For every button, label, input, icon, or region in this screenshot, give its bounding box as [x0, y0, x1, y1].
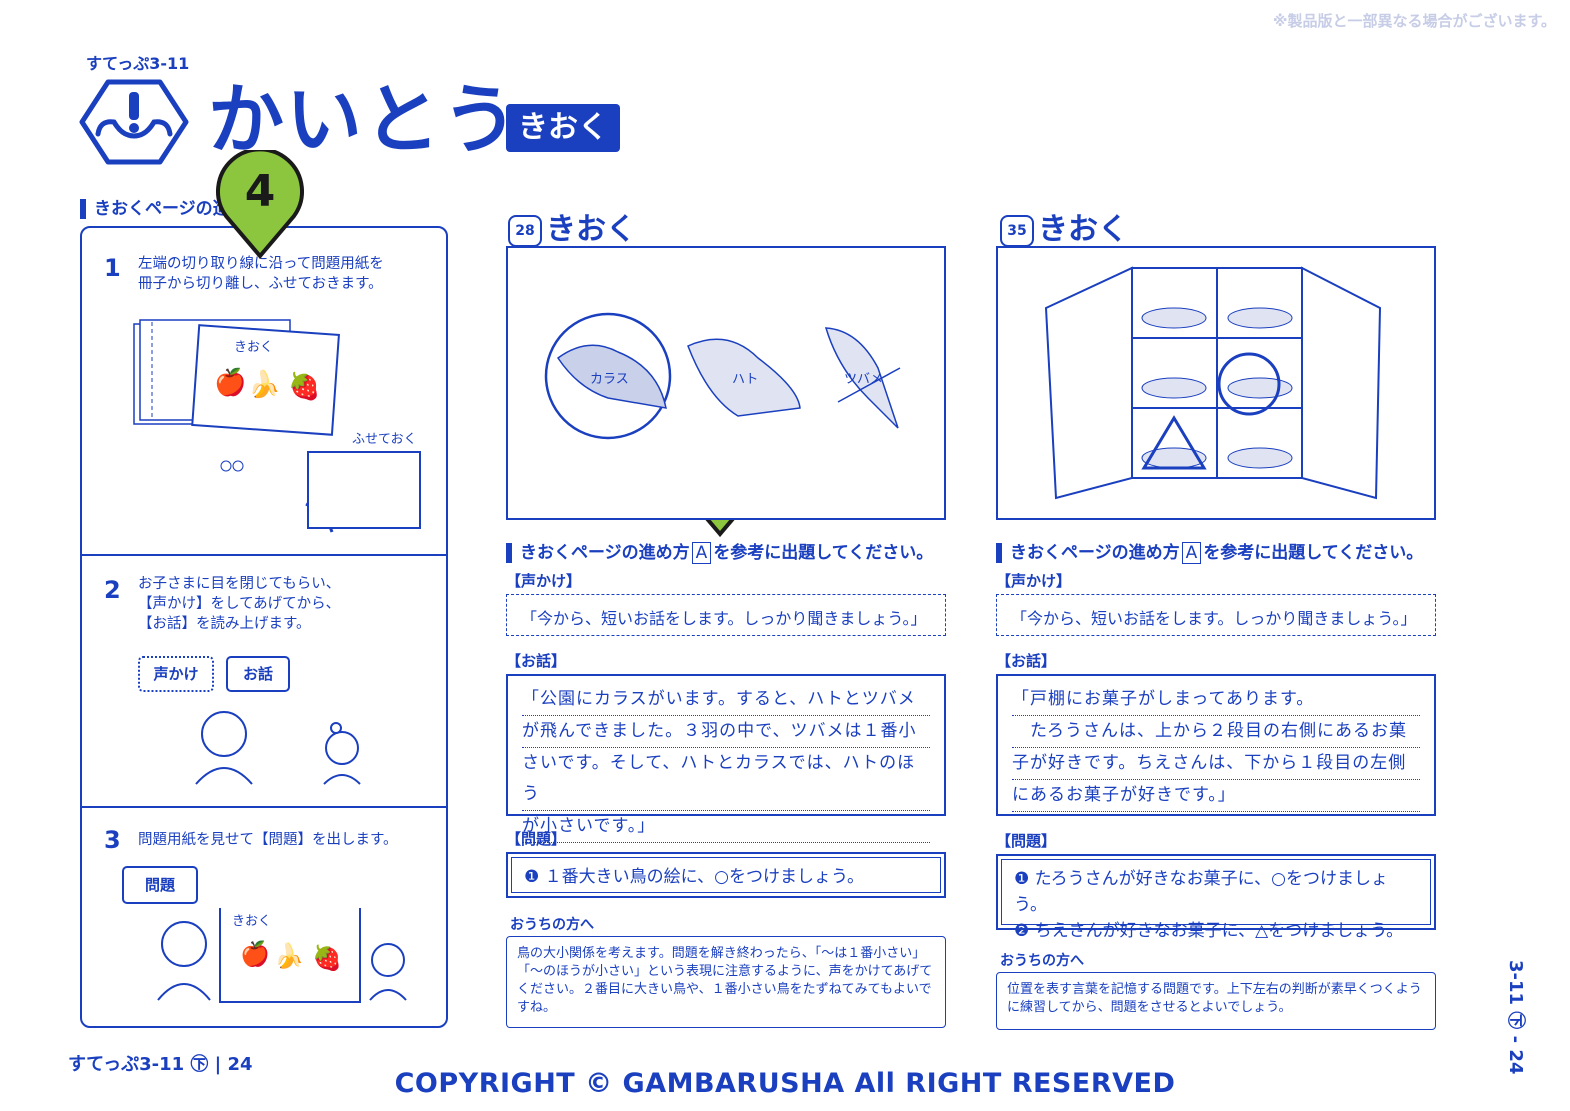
story-box: 「公園にカラスがいます。すると、ハトとツバメ が飛んできました。３羽の中で、ツバ… [506, 674, 946, 843]
story-line: 子が好きです。ちえさんは、下から１段目の左側 [1012, 748, 1420, 780]
bird-label-crow: カラス [590, 372, 629, 387]
story-line: が小さいです。」 [522, 811, 930, 843]
heading-bar [80, 199, 86, 219]
banana-icon: 🍌 [274, 942, 304, 970]
story-line: 「公園にカラスがいます。すると、ハトとツバメ [522, 684, 930, 716]
question-text: ❶ １番大きい鳥の絵に、○をつけましょう。 [511, 857, 941, 893]
birds-drawing [544, 312, 901, 440]
card-label: きおく [234, 340, 274, 355]
instruction-post: を参考に出題してください。 [1203, 543, 1424, 563]
question-list: ❶ たろうさんが好きなお菓子に、○をつけましょう。 ❷ ちえさんが好きなお菓子に… [1001, 859, 1431, 941]
voice-bubble: 声かけ [138, 656, 214, 692]
question-illustration [157, 908, 407, 1003]
marker-4-label: 4 [244, 166, 276, 217]
heading-bar [996, 543, 1002, 563]
marker-4-icon [216, 150, 304, 260]
hexagon-number-icon: 28 [508, 214, 542, 247]
voice-label: 【声かけ】 [506, 572, 582, 590]
banana-icon: 🍌 [248, 370, 281, 400]
voice-label: 【声かけ】 [996, 572, 1072, 590]
step2-line2: 【声かけ】をしてあげてから、 [138, 596, 341, 612]
cupboard-image [996, 246, 1436, 520]
story-line: たろうさんは、上から２段目の右側にあるお菓 [1012, 716, 1420, 748]
parent-note: 鳥の大小関係を考えます。問題を解き終わったら、「～は１番小さい」「～のほうが小さ… [506, 936, 946, 1028]
story-line: にあるお菓子が好きです。」 [1012, 780, 1420, 812]
step-number: 2 [104, 576, 121, 604]
step-label: すてっぷ3-11 [86, 54, 190, 73]
hexagon-number-icon: 35 [1000, 214, 1034, 247]
arrow-label: ふせておく [352, 432, 417, 447]
story-bubble: お話 [226, 656, 290, 692]
side-page-label: 3-11 ㊦ - 24 [1500, 960, 1540, 1080]
step1-line1: 左端の切り取り線に沿って問題用紙を [138, 256, 384, 272]
question-box: ❶ たろうさんが好きなお菓子に、○をつけましょう。 ❷ ちえさんが好きなお菓子に… [996, 854, 1436, 941]
alert-mascot-icon [79, 79, 189, 165]
story-label: 【お話】 [996, 652, 1057, 670]
question-text: ❶ たろうさんが好きなお菓子に、○をつけましょう。 [1014, 869, 1388, 915]
heading-bar [506, 543, 512, 563]
side-page-text: 3-11 ㊦ - 24 [1505, 960, 1526, 1075]
page-title: かいとう [208, 75, 520, 164]
question-label: 【問題】 [506, 830, 567, 848]
story-line: 「戸棚にお菓子がしまってあります。 [1012, 684, 1420, 716]
story-box: 「戸棚にお菓子がしまってあります。 たろうさんは、上から２段目の右側にあるお菓 … [996, 674, 1436, 816]
step2-text: お子さまに目を閉じてもらい、 【声かけ】をしてあげてから、 【お話】を読み上げま… [138, 574, 340, 634]
voice-text: 「今から、短いお話をします。しっかり聞きましょう。」 [996, 594, 1436, 636]
card-label: きおく [232, 914, 272, 929]
bird-label-pigeon: ハト [732, 372, 759, 387]
step2-line3: 【お話】を読み上げます。 [138, 616, 311, 632]
instruction-box: A [691, 542, 712, 564]
bird-image: カラス ハト ツバメ [506, 246, 946, 520]
apple-icon: 🍎 [214, 368, 247, 398]
disclaimer: ※製品版と一部異なる場合がございます。 [1272, 12, 1556, 30]
step3-text: 問題用紙を見せて【問題】を出します。 [138, 832, 398, 848]
strawberry-icon: 🍓 [312, 944, 342, 972]
instruction-box: A [1181, 542, 1202, 564]
step-number: 1 [104, 254, 121, 282]
apple-icon: 🍎 [240, 940, 270, 968]
instruction-pre: きおくページの進め方 [1010, 543, 1180, 563]
divider [82, 554, 446, 556]
story-line: さいです。そして、ハトとカラスでは、ハトのほう [522, 748, 930, 811]
col35-title-text: きおく [1038, 212, 1128, 247]
instruction-pre: きおくページの進め方 [520, 543, 690, 563]
title-tag: きおく [506, 104, 620, 152]
booklet-illustration [133, 319, 421, 533]
parent-note: 位置を表す言葉を記憶する問題です。上下左右の判断が素早くつくように練習してから、… [996, 972, 1436, 1030]
col28-title-text: きおく [546, 212, 636, 247]
question-text: ❷ ちえさんが好きなお菓子に、△をつけましょう。 [1014, 921, 1404, 941]
step1-text: 左端の切り取り線に沿って問題用紙を 冊子から切り離し、ふせておきます。 [138, 254, 384, 294]
parent-child-illustration [195, 711, 361, 785]
instructions-panel: 1 左端の切り取り線に沿って問題用紙を 冊子から切り離し、ふせておきます。 きお… [80, 226, 448, 1028]
story-label: 【お話】 [506, 652, 567, 670]
bird-label-swallow: ツバメ [844, 372, 884, 387]
note-heading: おうちの方へ [1000, 953, 1084, 969]
question-bubble: 問題 [122, 866, 198, 904]
step2-line1: お子さまに目を閉じてもらい、 [138, 576, 341, 592]
question-label: 【問題】 [996, 832, 1057, 850]
copyright: COPYRIGHT © GAMBARUSHA All RIGHT RESERVE… [394, 1068, 1176, 1099]
instruction-post: を参考に出題してください。 [713, 543, 934, 563]
note-heading: おうちの方へ [510, 917, 594, 933]
divider [82, 806, 446, 808]
cupboard-drawing [1044, 266, 1382, 500]
step-number: 3 [104, 826, 121, 854]
footer-page-label: すてっぷ3-11 ㊦ | 24 [68, 1054, 253, 1075]
voice-text: 「今から、短いお話をします。しっかり聞きましょう。」 [506, 594, 946, 636]
story-line: が飛んできました。３羽の中で、ツバメは１番小 [522, 716, 930, 748]
question-box: ❶ １番大きい鳥の絵に、○をつけましょう。 [506, 852, 946, 898]
step1-line2: 冊子から切り離し、ふせておきます。 [138, 276, 383, 292]
strawberry-icon: 🍓 [288, 372, 321, 402]
